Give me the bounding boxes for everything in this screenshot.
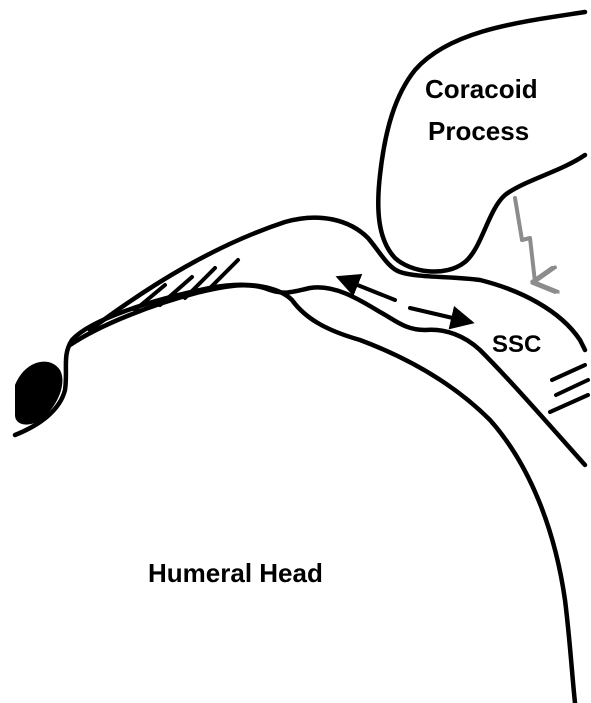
capsule-lower-contour [70, 285, 585, 465]
subscapularis-hatching [550, 365, 588, 412]
arrow-right-down [410, 308, 470, 322]
impingement-arrow [515, 198, 535, 282]
humeral-head-outline [15, 285, 575, 703]
glenoid-labrum-blob [15, 362, 62, 425]
coracoid-label-line2: Process [428, 116, 529, 146]
coracoid-label-line1: Coracoid [425, 74, 538, 104]
ssc-label: SSC [492, 331, 541, 358]
humeral-head-label: Humeral Head [148, 558, 323, 588]
